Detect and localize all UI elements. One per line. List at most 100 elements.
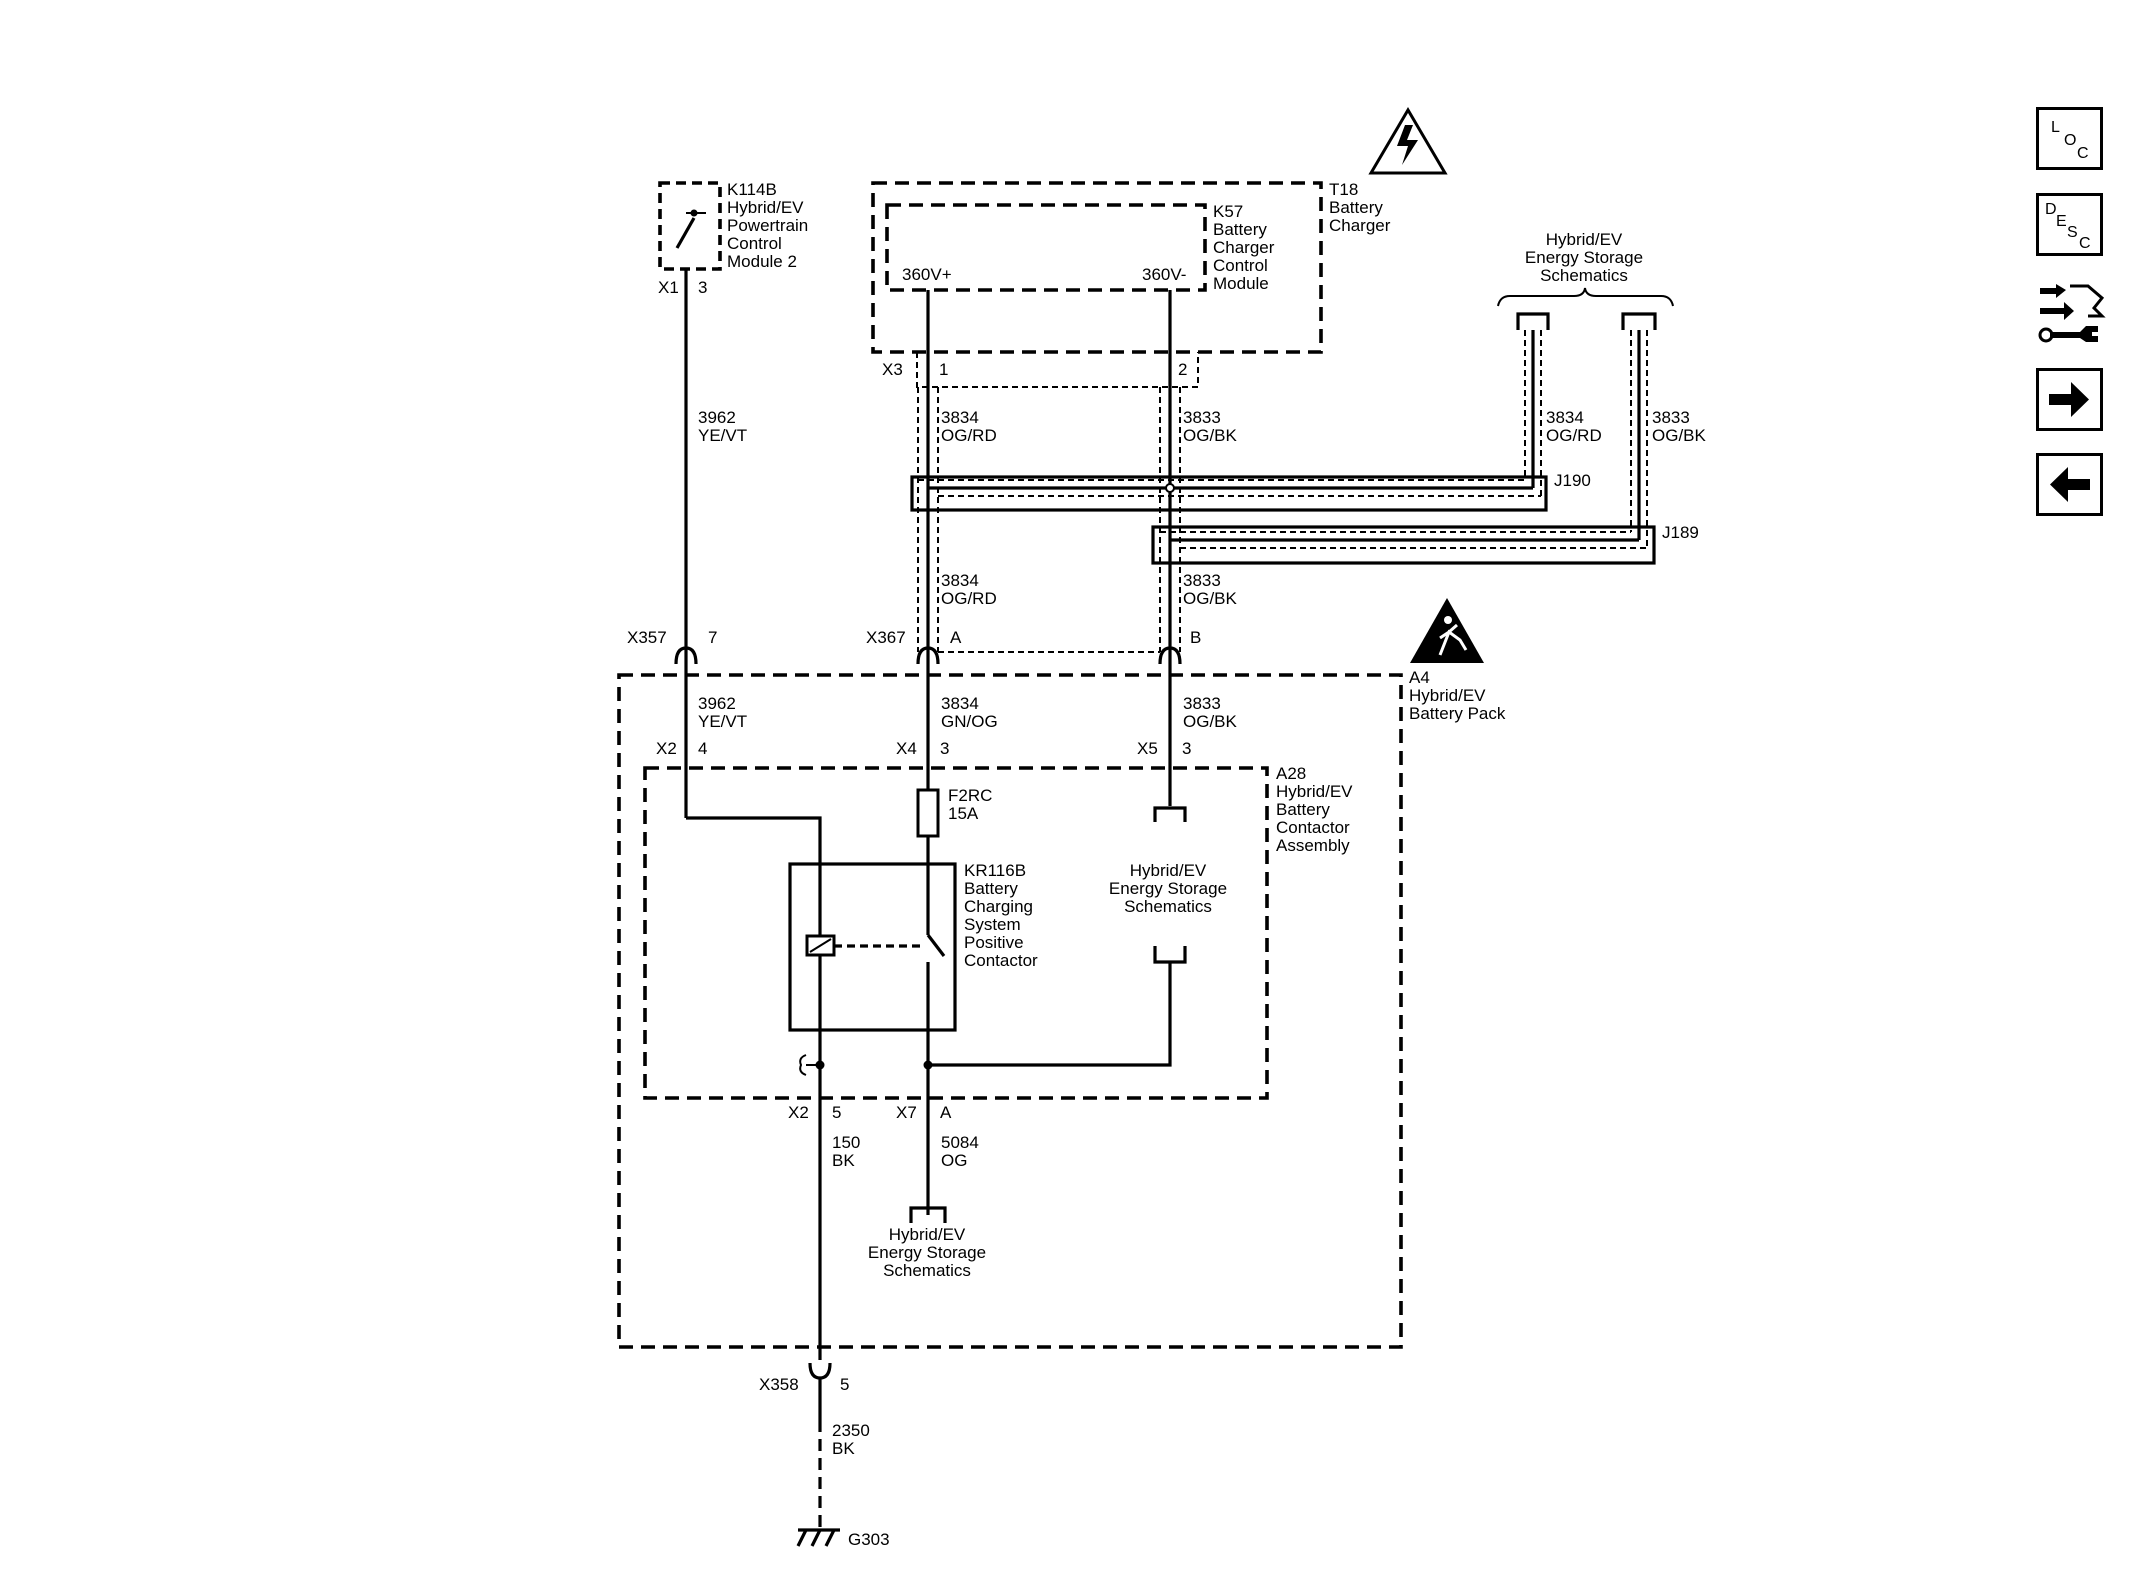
kr116b-line-3: System [964, 915, 1021, 934]
connector-wrench-button[interactable] [2036, 278, 2106, 348]
k114b-module[interactable]: K114B Hybrid/EV Powertrain Control Modul… [658, 180, 808, 271]
previous-page-button[interactable] [2036, 453, 2103, 516]
wire-3834-right-circuit: 3834 [1546, 408, 1584, 427]
a28-line-1: Hybrid/EV [1276, 782, 1353, 801]
x7-connector-label: X7 [896, 1103, 917, 1122]
kr116b-line-1: Battery [964, 879, 1018, 898]
x5-connector-label: X5 [1137, 739, 1158, 758]
x2-bottom-pin-label: 5 [832, 1103, 841, 1122]
a4-line-1: Hybrid/EV [1409, 686, 1486, 705]
x5-pin-label: 3 [1182, 739, 1191, 758]
wire-3962-upper-color: YE/VT [698, 426, 747, 445]
reference-inner-line-2: Energy Storage [1109, 879, 1227, 898]
loc-letter-l: L [2051, 119, 2060, 136]
x358-connector-symbol [808, 1362, 832, 1380]
wire-3834-in-color: GN/OG [941, 712, 998, 731]
x367-pin-b: B [1190, 628, 1201, 647]
reference-bottom-line-3: Schematics [883, 1261, 971, 1280]
wire-3834-main[interactable] [917, 290, 939, 660]
kr116b-contactor[interactable]: KR116B Battery Charging System Positive … [788, 861, 1038, 1065]
t18-line-2: Charger [1329, 216, 1391, 235]
t18-id: T18 [1329, 180, 1358, 199]
wire-3834-mid-circuit: 3834 [941, 571, 979, 590]
x2-bottom-connector-label: X2 [788, 1103, 809, 1122]
x367-connector-label: X367 [866, 628, 906, 647]
desc-letter-d: D [2045, 201, 2057, 218]
reference-energy-storage-inner[interactable]: Hybrid/EV Energy Storage Schematics [1109, 806, 1227, 964]
wire-3834-in-circuit: 3834 [941, 694, 979, 713]
a28-line-2: Battery [1276, 800, 1330, 819]
loc-button[interactable]: L O C [2036, 107, 2103, 170]
x3-pin-1: 1 [939, 360, 948, 379]
wire-3834-right-color: OG/RD [1546, 426, 1602, 445]
x357-connector-symbol [674, 646, 698, 665]
kr116b-id: KR116B [964, 861, 1026, 880]
a4-line-2: Battery Pack [1409, 704, 1506, 723]
reference-energy-storage-top-right[interactable]: Hybrid/EV Energy Storage Schematics [1497, 230, 1674, 330]
terminal-360v-pos: 360V+ [902, 265, 952, 284]
j190-label: J190 [1554, 471, 1591, 490]
wire-3833-upper-color: OG/BK [1183, 426, 1238, 445]
k57-line-1: Battery [1213, 220, 1267, 239]
x358-pin-label: 5 [840, 1375, 849, 1394]
x2-top-connector-label: X2 [656, 739, 677, 758]
wire-3834-upper-color: OG/RD [941, 426, 997, 445]
x357-connector-label: X357 [627, 628, 667, 647]
k114b-line-3: Control [727, 234, 782, 253]
wire-3833-right-color: OG/BK [1652, 426, 1707, 445]
wire-5084-circuit: 5084 [941, 1133, 979, 1152]
x1-connector-label: X1 [658, 278, 679, 297]
k57-id: K57 [1213, 202, 1243, 221]
f2rc-rating: 15A [948, 804, 979, 823]
wire-3962-coil-feed[interactable] [686, 816, 822, 1065]
wire-3834-mid-color: OG/RD [941, 589, 997, 608]
a28-contactor-assembly[interactable]: A28 Hybrid/EV Battery Contactor Assembly [643, 764, 1353, 1100]
wire-3833-in-color: OG/BK [1183, 712, 1238, 731]
branch-tilde-symbol [799, 1054, 820, 1076]
k114b-line-2: Powertrain [727, 216, 808, 235]
reference-energy-storage-bottom[interactable]: Hybrid/EV Energy Storage Schematics [868, 1206, 986, 1280]
wire-reference-return[interactable] [928, 962, 1172, 1067]
kr116b-line-2: Charging [964, 897, 1033, 916]
wire-3834-upper-circuit: 3834 [941, 408, 979, 427]
x357-pin-label: 7 [708, 628, 717, 647]
wire-3834-right[interactable] [1524, 330, 1542, 496]
t18-battery-charger[interactable]: T18 Battery Charger [871, 180, 1391, 354]
x3-connector-label: X3 [882, 360, 903, 379]
x4-pin-label: 3 [940, 739, 949, 758]
reference-bottom-line-1: Hybrid/EV [889, 1225, 966, 1244]
k57-line-3: Control [1213, 256, 1268, 275]
wire-5084-color: OG [941, 1151, 967, 1170]
reference-top-right-line-1: Hybrid/EV [1546, 230, 1623, 249]
reference-top-right-line-3: Schematics [1540, 266, 1628, 285]
x367-pin-a: A [950, 628, 962, 647]
next-page-button[interactable] [2036, 368, 2103, 431]
j189-splice-pack[interactable]: J189 [1151, 523, 1699, 565]
a4-id: A4 [1409, 668, 1430, 687]
x367-pin-a-symbol [916, 646, 940, 665]
x4-connector-label: X4 [896, 739, 917, 758]
k57-line-4: Module [1213, 274, 1269, 293]
wire-3962-in-color: YE/VT [698, 712, 747, 731]
wire-3833-right[interactable] [1630, 330, 1648, 548]
desc-letter-c: C [2079, 235, 2091, 252]
f2rc-fuse[interactable]: F2RC 15A [916, 786, 992, 838]
wire-3833-main[interactable] [1159, 290, 1181, 660]
wire-3833-mid-circuit: 3833 [1183, 571, 1221, 590]
a28-line-3: Contactor [1276, 818, 1350, 837]
wire-3833-in-circuit: 3833 [1183, 694, 1221, 713]
wire-3962-upper-circuit: 3962 [698, 408, 736, 427]
a4-battery-pack[interactable]: A4 Hybrid/EV Battery Pack [617, 668, 1506, 1349]
j190-splice-pack[interactable]: J190 [910, 471, 1591, 512]
loc-letter-o: O [2064, 132, 2076, 149]
k57-line-2: Charger [1213, 238, 1275, 257]
desc-letter-s: S [2067, 224, 2078, 241]
hazard-warning-icon [1410, 598, 1484, 663]
wire-2350-color: BK [832, 1439, 855, 1458]
x367-pin-b-symbol [1158, 646, 1182, 665]
terminal-360v-neg: 360V- [1142, 265, 1186, 284]
k57-charger-control-module[interactable]: K57 Battery Charger Control Module [885, 202, 1275, 293]
desc-letter-e: E [2056, 213, 2067, 230]
desc-button[interactable]: D E S C [2036, 193, 2103, 256]
